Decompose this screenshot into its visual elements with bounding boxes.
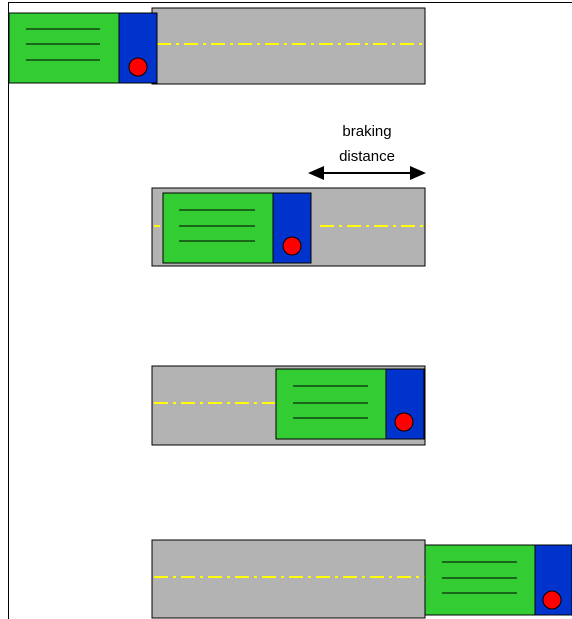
truck bbox=[8, 12, 158, 84]
truck-trailer bbox=[424, 544, 536, 616]
scene-1 bbox=[8, 7, 426, 85]
arrow-left-head bbox=[308, 166, 324, 180]
scene-4 bbox=[151, 539, 572, 619]
brake-light bbox=[394, 412, 414, 432]
truck-trailer bbox=[8, 12, 120, 84]
truck-trailer bbox=[275, 368, 387, 440]
braking-distance-annotation: braking distance bbox=[308, 123, 426, 180]
truck bbox=[424, 544, 572, 616]
braking-label-line-1: braking bbox=[342, 123, 391, 140]
brake-light bbox=[542, 590, 562, 610]
road bbox=[151, 7, 426, 85]
road bbox=[151, 539, 426, 619]
scene-3 bbox=[151, 365, 426, 446]
brake-light bbox=[128, 57, 148, 77]
scene-2 bbox=[151, 187, 426, 267]
arrow-right-head bbox=[410, 166, 426, 180]
truck-trailer bbox=[162, 192, 274, 264]
truck bbox=[162, 192, 312, 264]
truck bbox=[275, 368, 425, 440]
braking-label-line-2: distance bbox=[339, 148, 395, 165]
brake-light bbox=[282, 236, 302, 256]
